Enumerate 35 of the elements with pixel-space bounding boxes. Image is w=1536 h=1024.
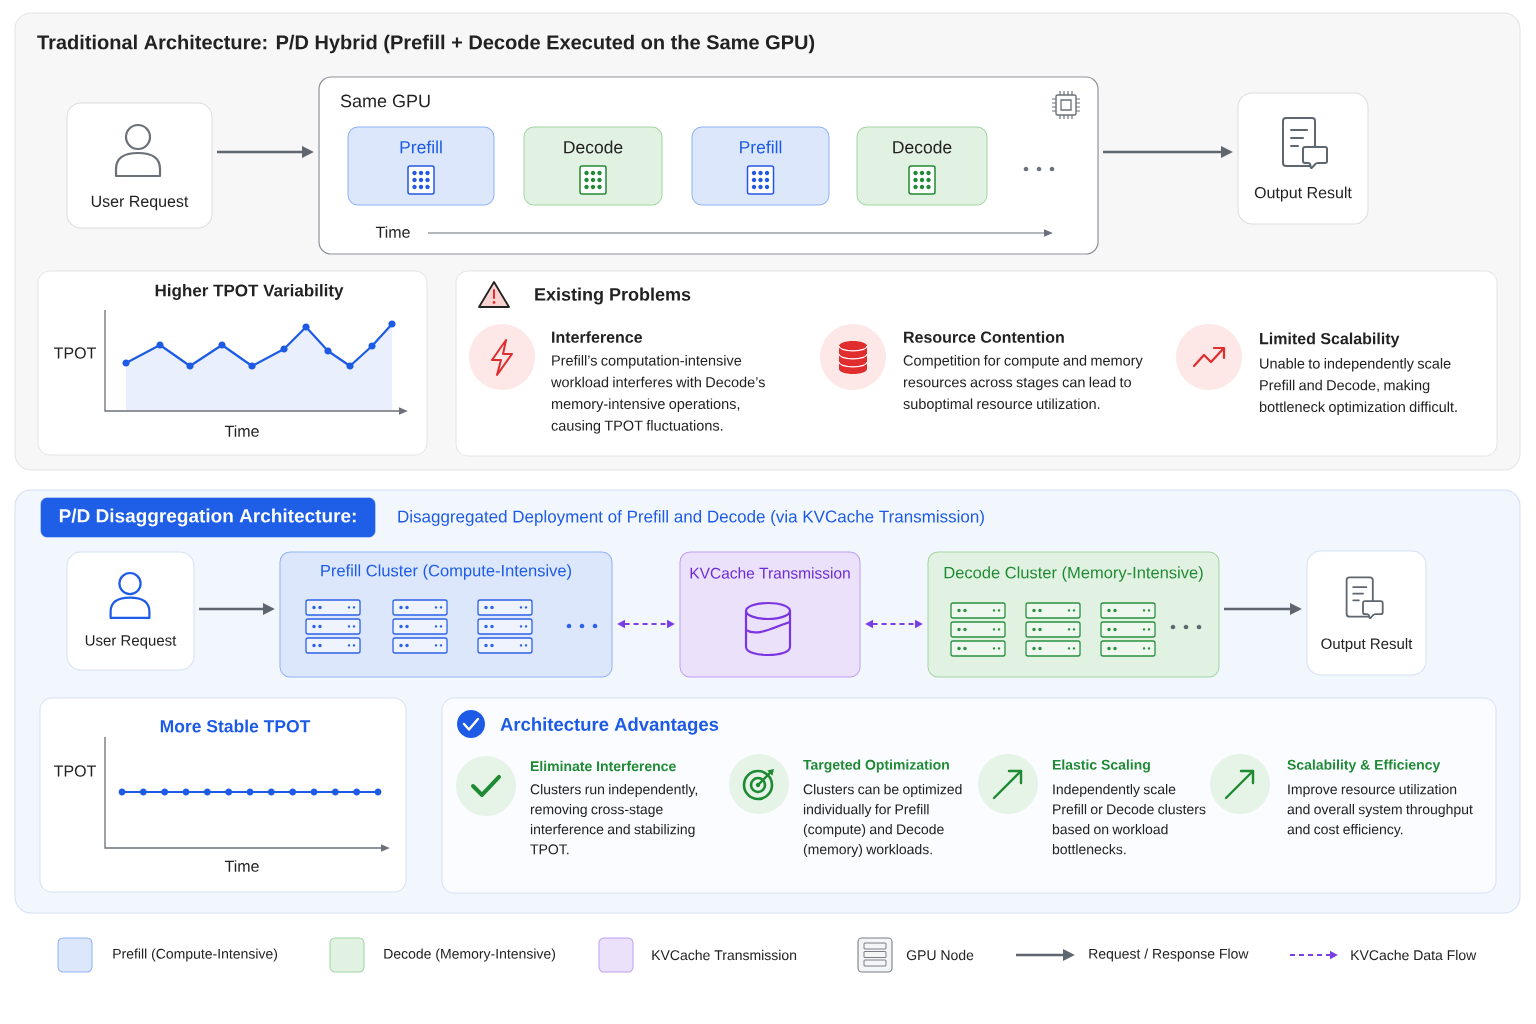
stage-box: Decode (523, 126, 663, 206)
legend-label: Prefill (Compute-Intensive) (113, 948, 278, 962)
stage-box: Prefill (691, 126, 830, 206)
axis-label: TPOT (54, 347, 96, 359)
legend-label: KVCache Data Flow (1351, 949, 1477, 961)
request-box: User Request (66, 102, 213, 229)
item-title: Interference (552, 331, 643, 343)
item-title: Scalability & Efficiency (1287, 759, 1441, 773)
item-text: Prefill’s computation-intensive workload interferes with Decode’s memory-intensive operations, causing TPOT fluctuations. (551, 355, 765, 434)
item-title: Eliminate Interference (530, 760, 676, 772)
axis-label: Time (224, 860, 259, 872)
legend-label: Request / Response Flow (1089, 948, 1249, 962)
item-title: Limited Scalability (1260, 332, 1400, 348)
result-box: Output Result (1306, 550, 1427, 676)
title-badge: P/D Disaggregation Architecture: (40, 497, 376, 538)
stage-box: Decode (856, 126, 988, 206)
item-text: Clusters can be optimized individually for Prefill (compute) and Decode (memory) workloads. (803, 784, 962, 858)
legend-label: GPU Node (906, 949, 974, 961)
item-text: Unable to independently scale Prefill and Decode, making bottleneck optimization difficult. (1259, 358, 1457, 415)
stage-box: Prefill (347, 126, 495, 206)
legend-label: Decode (Memory-Intensive) (384, 948, 556, 962)
axis-label: Time (375, 226, 410, 238)
request-box: User Request (66, 551, 195, 671)
item-text: Competition for compute and memory resources across stages can lead to suboptimal resource utilization. (903, 355, 1143, 412)
result-box: Output Result (1237, 92, 1369, 225)
item-text: Independently scale Prefill or Decode clusters based on workload bottlenecks. (1052, 784, 1206, 855)
axis-label: TPOT (54, 765, 96, 777)
item-text: Improve resource utilization and overall system throughput and cost efficiency. (1287, 784, 1473, 838)
item-title: Resource Contention (904, 331, 1064, 343)
item-text: Clusters run independently, removing cross-stage interference and stabilizing TPOT. (530, 784, 697, 855)
item-title: Targeted Optimization (803, 759, 949, 773)
item-title: Elastic Scaling (1052, 759, 1150, 773)
legend-label: KVCache Transmission (652, 949, 797, 961)
axis-label: Time (224, 425, 259, 437)
transfer-box: KVCache Transmission (679, 551, 861, 678)
